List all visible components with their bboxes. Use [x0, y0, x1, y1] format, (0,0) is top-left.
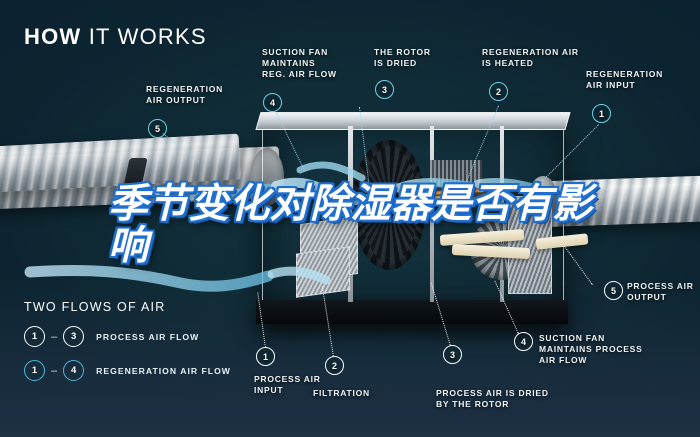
- callout-process-air-dried: PROCESS AIR IS DRIED BY THE ROTOR: [436, 388, 549, 410]
- callout-line: OUTPUT: [627, 292, 667, 303]
- callout-line: SUCTION FAN: [262, 47, 329, 57]
- callout-line: MAINTAINS: [262, 58, 316, 69]
- legend-dash: –: [51, 330, 58, 343]
- legend-label: REGENERATION AIR FLOW: [96, 365, 231, 376]
- callout-line: INPUT: [254, 385, 284, 396]
- callout-filtration: FILTRATION: [313, 388, 370, 399]
- callout-line: AIR FLOW: [539, 355, 588, 366]
- callout-line: FILTRATION: [313, 388, 370, 398]
- overlay-headline: 季节变化对除湿器是否有影响: [108, 181, 593, 270]
- callout-regeneration-air-output: REGENERATION AIR OUTPUT: [146, 84, 223, 106]
- legend-title: TWO FLOWS OF AIR: [24, 300, 166, 314]
- marker-5-regeneration-output[interactable]: 5: [148, 119, 167, 138]
- callout-line: PROCESS AIR: [627, 281, 694, 291]
- marker-1-process-input[interactable]: 1: [256, 347, 275, 366]
- marker-3-rotor-dried[interactable]: 3: [375, 80, 394, 99]
- callout-suction-fan-reg: SUCTION FAN MAINTAINS REG. AIR FLOW: [262, 47, 337, 81]
- unit-top-panel: [255, 112, 571, 130]
- callout-line: THE ROTOR: [374, 47, 431, 57]
- unit-frame-strut: [348, 126, 353, 302]
- callout-line: REGENERATION AIR: [482, 47, 579, 57]
- legend-marker-to: 4: [63, 360, 85, 381]
- unit-frame-strut: [430, 126, 434, 302]
- legend-marker-to: 3: [63, 326, 85, 347]
- legend-row-process-air-flow: 1 – 3 PROCESS AIR FLOW: [24, 326, 231, 347]
- callout-line: AIR OUTPUT: [146, 95, 206, 106]
- callout-line: BY THE ROTOR: [436, 399, 510, 410]
- callout-line: IS HEATED: [482, 58, 534, 69]
- marker-5-process-output[interactable]: 5: [604, 281, 623, 300]
- legend: TWO FLOWS OF AIR 1 – 3 PROCESS AIR FLOW …: [24, 300, 231, 394]
- callout-line: AIR INPUT: [586, 80, 636, 91]
- legend-row-regeneration-air-flow: 1 – 4 REGENERATION AIR FLOW: [24, 360, 231, 381]
- callout-process-air-output: PROCESS AIR OUTPUT: [627, 281, 694, 303]
- callout-rotor-is-dried: THE ROTOR IS DRIED: [374, 47, 431, 69]
- marker-1-regeneration-input[interactable]: 1: [592, 104, 611, 123]
- legend-marker-from: 1: [24, 360, 45, 381]
- callout-line: PROCESS AIR IS DRIED: [436, 388, 549, 398]
- marker-2-filtration[interactable]: 2: [325, 356, 344, 375]
- callout-process-air-input: PROCESS AIR INPUT: [254, 374, 321, 396]
- callout-line: REGENERATION: [586, 69, 664, 79]
- callout-regeneration-air-input: REGENERATION AIR INPUT: [586, 69, 663, 91]
- page-title-light: IT WORKS: [88, 24, 207, 49]
- marker-2-air-heated[interactable]: 2: [489, 82, 508, 101]
- legend-label: PROCESS AIR FLOW: [96, 331, 200, 342]
- marker-4-suction-fan-reg[interactable]: 4: [263, 93, 282, 112]
- callout-regeneration-air-heated: REGENERATION AIR IS HEATED: [482, 47, 579, 69]
- marker-4-suction-fan-process[interactable]: 4: [514, 332, 533, 351]
- unit-base-plinth: [256, 300, 568, 324]
- marker-3-process-dried[interactable]: 3: [443, 345, 462, 364]
- legend-marker-from: 1: [24, 326, 45, 347]
- callout-line: SUCTION FAN: [539, 333, 606, 343]
- page-title-bold: HOW: [24, 24, 82, 49]
- legend-dash: –: [51, 364, 58, 377]
- callout-line: MAINTAINS PROCESS: [539, 344, 643, 355]
- callout-line: REGENERATION: [146, 84, 224, 94]
- callout-line: PROCESS AIR: [254, 374, 321, 384]
- callout-line: REG. AIR FLOW: [262, 69, 337, 80]
- page-title: HOW IT WORKS: [24, 24, 207, 50]
- callout-suction-fan-process: SUCTION FAN MAINTAINS PROCESS AIR FLOW: [539, 333, 643, 367]
- callout-line: IS DRIED: [374, 58, 417, 69]
- unit-frame-strut: [500, 126, 504, 302]
